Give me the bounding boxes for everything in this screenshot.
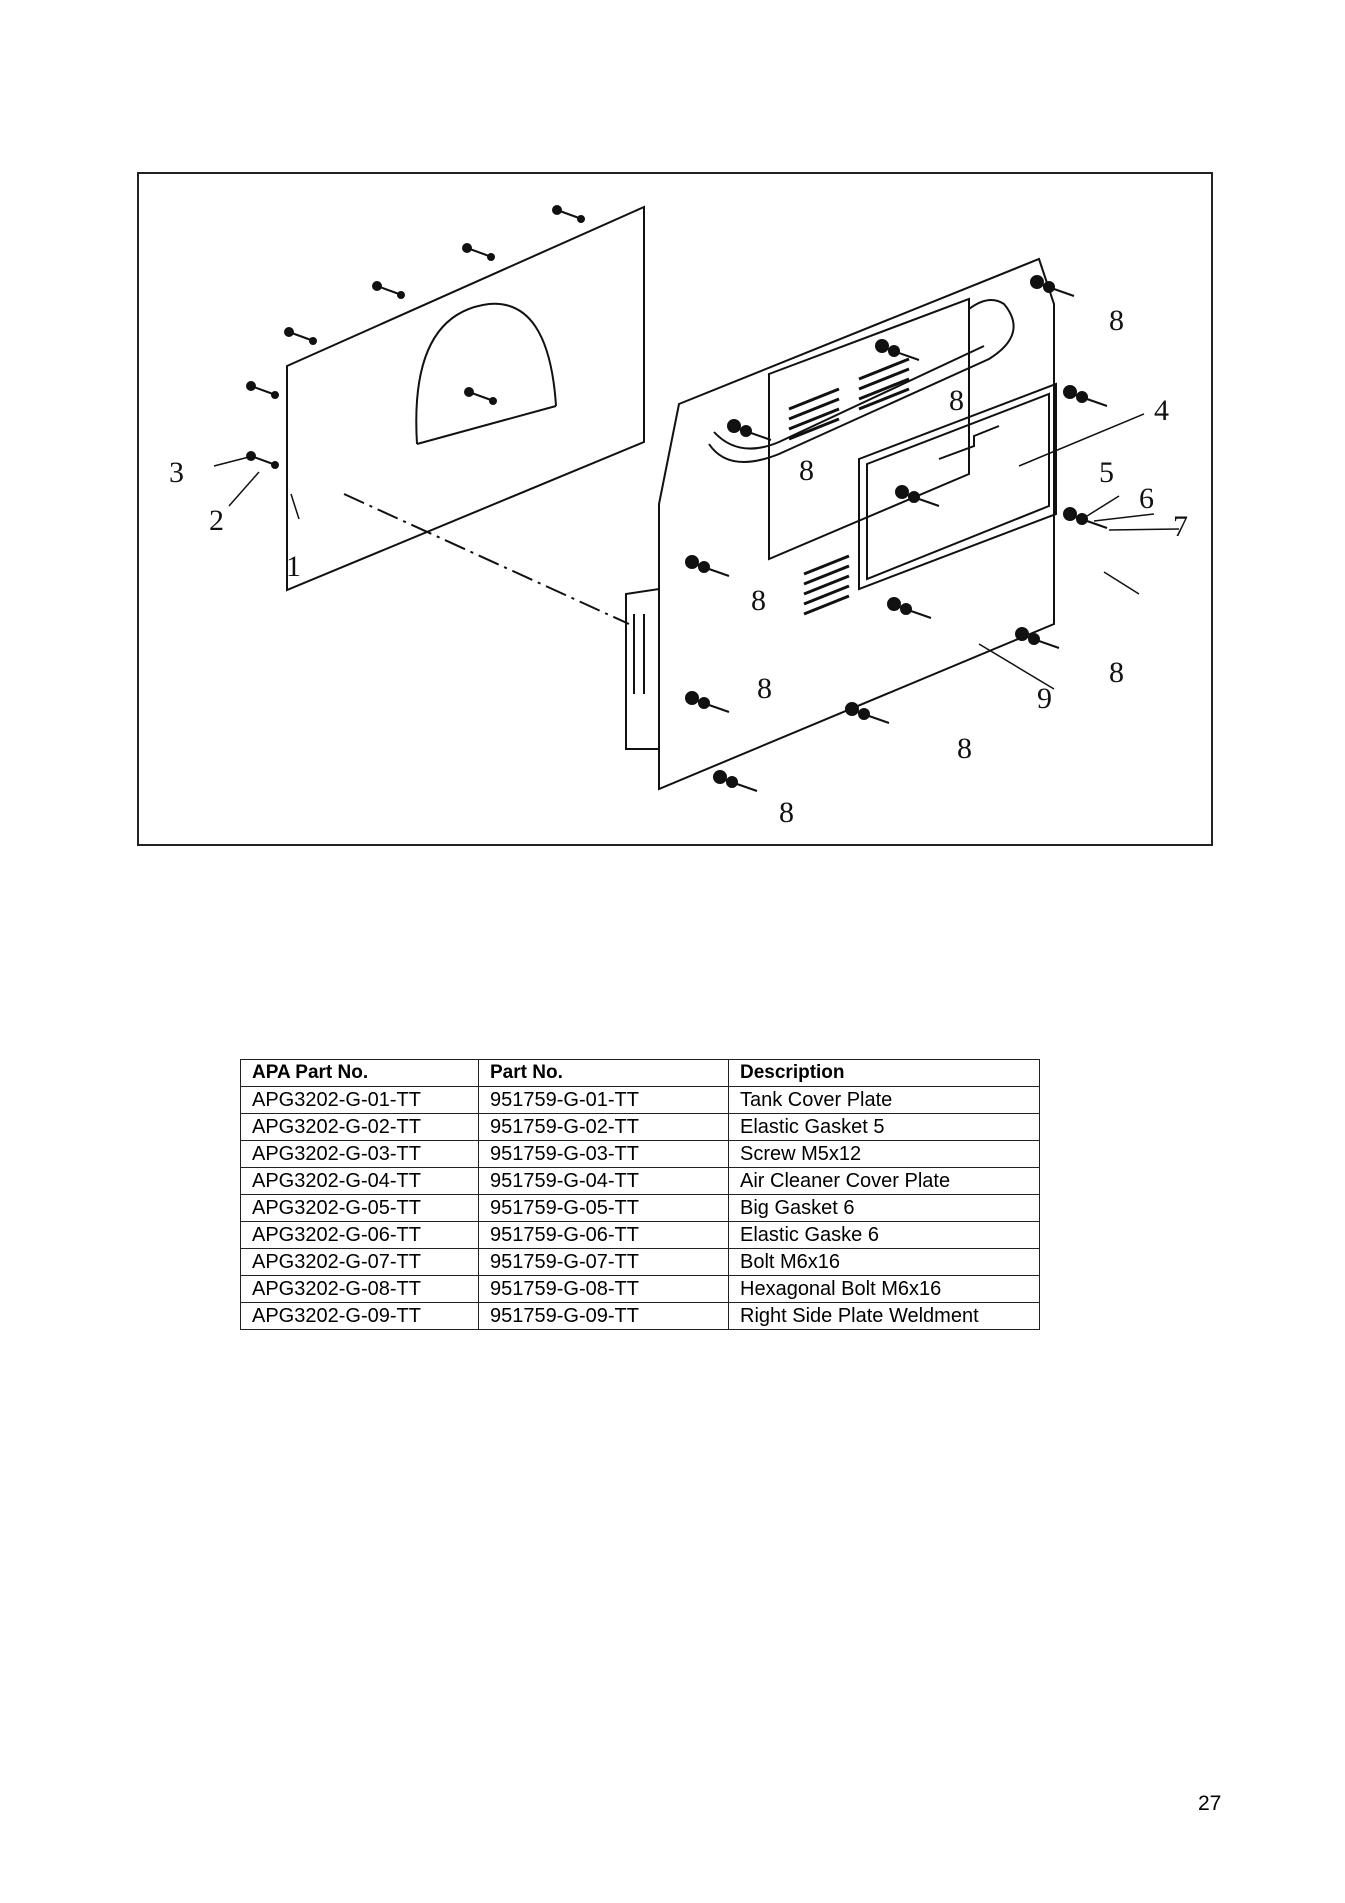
bolt-icon [1063,385,1108,407]
apa-part-no-cell: APG3202-G-02-TT [240,1113,479,1141]
bolt-icon [1015,627,1060,649]
screw-icon [246,381,279,399]
bolt-icon [685,555,730,577]
part-no-cell: 951759-G-07-TT [478,1248,729,1276]
callout-1: 1 [286,550,301,583]
description-cell: Right Side Plate Weldment [728,1302,1040,1330]
screw-icon [246,451,279,469]
apa-part-no-cell: APG3202-G-09-TT [240,1302,479,1330]
part-no-cell: 951759-G-08-TT [478,1275,729,1303]
description-cell: Hexagonal Bolt M6x16 [728,1275,1040,1303]
fastener-screws [246,205,1108,792]
bolt-icon [727,419,772,441]
part-no-cell: 951759-G-01-TT [478,1086,729,1114]
callout-3: 3 [169,456,184,489]
apa-part-no-cell: APG3202-G-04-TT [240,1167,479,1195]
louver-vents-lower [803,554,850,616]
callout-8: 8 [751,584,766,617]
apa-part-no-cell: APG3202-G-06-TT [240,1221,479,1249]
side-box [625,587,660,750]
exploded-parts-diagram: 1 2 3 4 5 6 7 8 8 8 8 8 8 8 8 9 [137,172,1213,846]
table-row: APG3202-G-04-TT 951759-G-04-TT Air Clean… [240,1167,1040,1195]
table-row: APG3202-G-08-TT 951759-G-08-TT Hexagonal… [240,1275,1040,1303]
apa-part-no-cell: APG3202-G-08-TT [240,1275,479,1303]
screw-icon [462,243,495,261]
screw-icon [284,327,317,345]
callout-8: 8 [949,384,964,417]
apa-part-no-cell: APG3202-G-03-TT [240,1140,479,1168]
apa-part-no-cell: APG3202-G-01-TT [240,1086,479,1114]
bolt-icon [875,339,920,361]
bolt-icon [713,770,758,792]
table-row: APG3202-G-09-TT 951759-G-09-TT Right Sid… [240,1302,1040,1330]
description-cell: Elastic Gasket 5 [728,1113,1040,1141]
part-no-cell: 951759-G-02-TT [478,1113,729,1141]
table-row: APG3202-G-07-TT 951759-G-07-TT Bolt M6x1… [240,1248,1040,1276]
cover-plate-circle-cutout [415,302,557,445]
callout-8: 8 [1109,656,1124,689]
header-apa-part-no: APA Part No. [240,1059,479,1087]
callout-7: 7 [1173,510,1188,543]
callout-8: 8 [957,732,972,765]
table-row: APG3202-G-05-TT 951759-G-05-TT Big Gaske… [240,1194,1040,1222]
parts-table: APA Part No. Part No. Description APG320… [240,1059,1040,1330]
part-no-cell: 951759-G-04-TT [478,1167,729,1195]
description-cell: Screw M5x12 [728,1140,1040,1168]
callout-8: 8 [1109,304,1124,337]
table-row: APG3202-G-03-TT 951759-G-03-TT Screw M5x… [240,1140,1040,1168]
description-cell: Air Cleaner Cover Plate [728,1167,1040,1195]
table-header-row: APA Part No. Part No. Description [240,1059,1040,1087]
header-part-no: Part No. [478,1059,729,1087]
part-no-cell: 951759-G-06-TT [478,1221,729,1249]
louver-vents-upper [788,357,910,441]
screw-icon [552,205,585,223]
header-description: Description [728,1059,1040,1087]
bolt-icon [895,485,940,507]
callout-5: 5 [1099,456,1114,489]
part-no-cell: 951759-G-05-TT [478,1194,729,1222]
screw-icon [372,281,405,299]
callout-8: 8 [799,454,814,487]
bolt-icon [845,702,890,724]
part-no-cell: 951759-G-09-TT [478,1302,729,1330]
table-row: APG3202-G-01-TT 951759-G-01-TT Tank Cove… [240,1086,1040,1114]
description-cell: Bolt M6x16 [728,1248,1040,1276]
callout-9: 9 [1037,682,1052,715]
bolt-icon [1030,275,1075,297]
alignment-line [343,493,630,625]
description-cell: Elastic Gaske 6 [728,1221,1040,1249]
callout-2: 2 [209,504,224,537]
apa-part-no-cell: APG3202-G-05-TT [240,1194,479,1222]
screw-icon [464,387,497,405]
air-cleaner-cover-plate [858,382,1057,591]
page-number: 27 [1198,1792,1222,1815]
description-cell: Tank Cover Plate [728,1086,1040,1114]
apa-part-no-cell: APG3202-G-07-TT [240,1248,479,1276]
diagram-drawing: 1 2 3 4 5 6 7 8 8 8 8 8 8 8 8 9 [169,205,1188,829]
bolt-icon [887,597,932,619]
callout-4: 4 [1154,394,1169,427]
callout-8: 8 [779,796,794,829]
right-side-plate-weldment [658,257,1055,791]
handle-tube [708,299,1015,463]
table-row: APG3202-G-06-TT 951759-G-06-TT Elastic G… [240,1221,1040,1249]
callout-8: 8 [757,672,772,705]
leader-lines [213,413,1180,690]
table-row: APG3202-G-02-TT 951759-G-02-TT Elastic G… [240,1113,1040,1141]
tank-cover-plate [286,205,645,592]
callout-labels: 1 2 3 4 5 6 7 8 8 8 8 8 8 8 8 9 [169,304,1188,829]
bolt-icon [1063,507,1108,529]
part-no-cell: 951759-G-03-TT [478,1140,729,1168]
callout-6: 6 [1139,482,1154,515]
description-cell: Big Gasket 6 [728,1194,1040,1222]
bolt-icon [685,691,730,713]
